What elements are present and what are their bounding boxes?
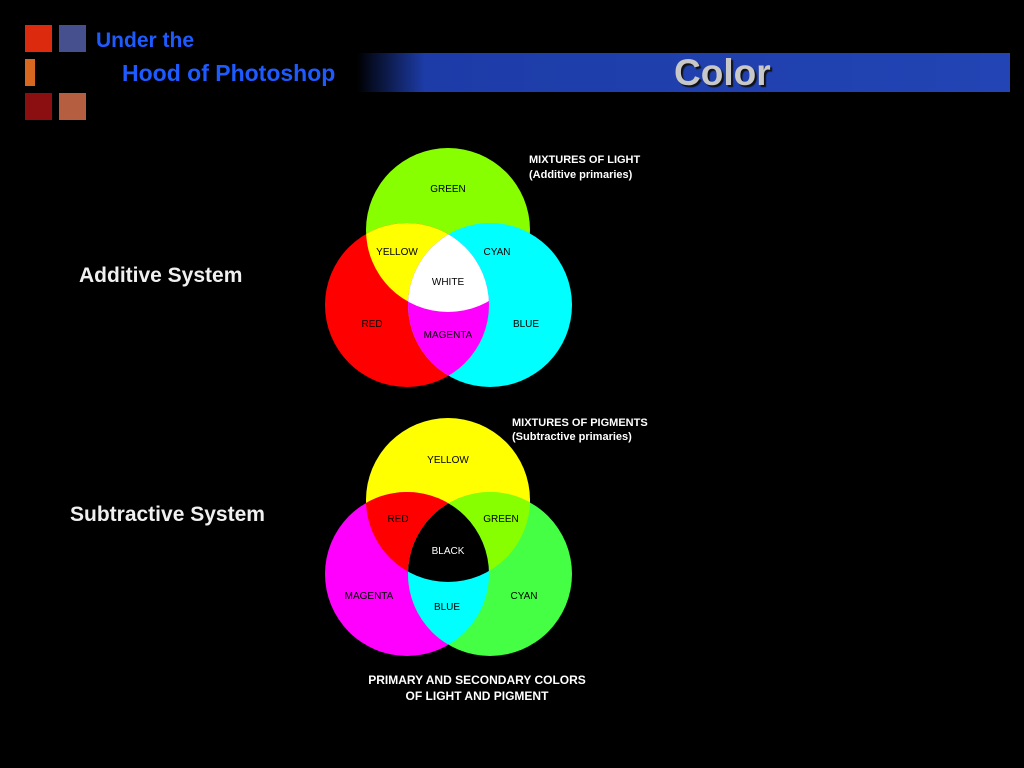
footer-caption-line-2: OF LIGHT AND PIGMENT bbox=[406, 689, 550, 703]
additive-label-bottom-overlap: MAGENTA bbox=[424, 330, 473, 341]
subtractive-label-center: BLACK bbox=[432, 546, 465, 557]
additive-label-left-overlap: YELLOW bbox=[376, 247, 418, 258]
logo-square-1 bbox=[25, 25, 52, 52]
additive-label-right: BLUE bbox=[513, 319, 539, 330]
header-bar bbox=[35, 53, 1010, 92]
additive-label-right-overlap: CYAN bbox=[483, 247, 510, 258]
subtractive-label-right: CYAN bbox=[510, 591, 537, 602]
subtractive-venn: YELLOW RED GREEN BLACK MAGENTA BLUE CYAN… bbox=[325, 417, 648, 656]
subtractive-overlap-center bbox=[408, 492, 489, 582]
logo-square-6 bbox=[59, 93, 86, 120]
subtractive-caption-line-2: (Subtractive primaries) bbox=[512, 431, 632, 443]
additive-venn: GREEN YELLOW CYAN WHITE RED MAGENTA BLUE… bbox=[325, 148, 641, 387]
slide-title: Color bbox=[674, 52, 771, 93]
additive-label-center: WHITE bbox=[432, 277, 465, 288]
logo-square-2 bbox=[59, 25, 86, 52]
subtitle-line-1: Under the bbox=[96, 29, 195, 52]
additive-caption-line-2: (Additive primaries) bbox=[529, 169, 633, 181]
subtitle-line-2: Hood of Photoshop bbox=[122, 60, 336, 86]
additive-caption-line-1: MIXTURES OF LIGHT bbox=[529, 154, 641, 166]
subtractive-label-top: YELLOW bbox=[427, 455, 469, 466]
subtractive-caption-line-1: MIXTURES OF PIGMENTS bbox=[512, 417, 648, 429]
subtractive-label-right-overlap: GREEN bbox=[483, 514, 519, 525]
additive-label-left: RED bbox=[361, 319, 382, 330]
subtractive-label-left: MAGENTA bbox=[345, 591, 394, 602]
additive-system-label: Additive System bbox=[79, 264, 243, 287]
subtractive-label-bottom-overlap: BLUE bbox=[434, 602, 460, 613]
logo-square-5 bbox=[25, 93, 52, 120]
additive-label-top: GREEN bbox=[430, 184, 466, 195]
footer-caption-line-1: PRIMARY AND SECONDARY COLORS bbox=[368, 673, 586, 687]
additive-overlap-center bbox=[408, 223, 489, 312]
subtractive-system-label: Subtractive System bbox=[70, 503, 265, 526]
subtractive-label-left-overlap: RED bbox=[387, 514, 408, 525]
